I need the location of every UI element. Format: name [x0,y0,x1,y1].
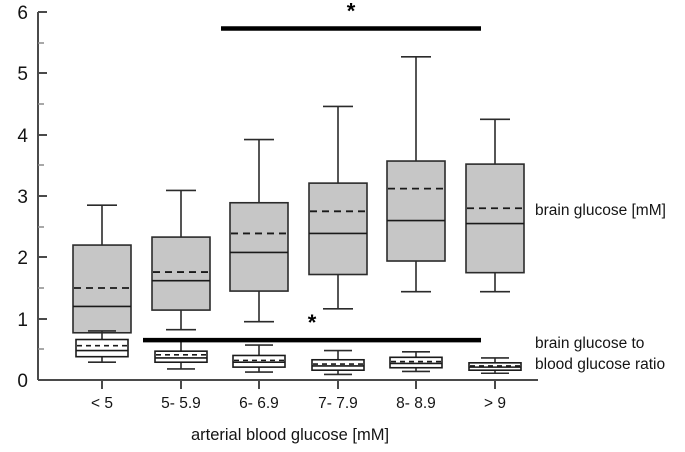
box-body [229,201,289,292]
significance-asterisk: * [347,0,356,24]
boxes-layer [72,55,525,376]
box-body [154,350,208,364]
y-axis-major-ticks [38,11,47,381]
box-body [311,358,365,371]
y-axis-minor-ticks [38,42,44,350]
x-tick-label-3: 7- 7.9 [318,395,358,412]
box-plot-ratio-0 [75,330,129,364]
box-body [232,354,286,368]
y-tick-label-6: 6 [17,3,28,24]
significance-asterisk: * [308,310,317,335]
box-plot-glucose-5 [465,118,525,293]
series-label-brain-glucose: brain glucose [mM] [535,202,666,219]
y-tick-label-4: 4 [17,126,28,147]
box-plot-glucose-3 [308,105,368,310]
box-plot-glucose-2 [229,138,289,323]
box-plot-ratio-3 [311,349,365,376]
x-tick-label-1: 5- 5.9 [161,395,201,412]
significance-sig-bottom: * [143,310,481,343]
x-axis-title: arterial blood glucose [mM] [191,426,389,444]
y-tick-label-2: 2 [17,248,28,269]
box-body [386,160,446,262]
y-tick-label-5: 5 [17,64,28,85]
y-tick-label-3: 3 [17,187,28,208]
box-plot-ratio-5 [468,357,522,375]
box-body [308,182,368,276]
x-tick-label-5: > 9 [484,395,506,412]
x-tick-label-4: 8- 8.9 [396,395,436,412]
x-tick-label-2: 6- 6.9 [239,395,279,412]
significance-layer: ** [143,0,481,343]
box-plot-glucose-0 [72,204,132,334]
box-plot-ratio-4 [389,350,443,373]
x-axis-ticks [101,380,496,389]
box-plot-glucose-4 [386,55,446,293]
series-label-ratio-line1: brain glucose to [535,335,644,352]
y-tick-label-0: 0 [17,371,28,392]
box-body [151,236,211,311]
significance-sig-top: * [221,0,481,31]
y-tick-label-1: 1 [17,310,28,331]
box-plot-glucose-1 [151,189,211,331]
box-plot-ratio-1 [154,338,208,370]
series-label-ratio-line2: blood glucose ratio [535,356,665,373]
box-body [72,244,132,334]
box-body [75,338,129,358]
box-plot-ratio-2 [232,344,286,373]
x-tick-label-0: < 5 [91,395,113,412]
box-body [389,356,443,369]
box-body [465,163,525,274]
